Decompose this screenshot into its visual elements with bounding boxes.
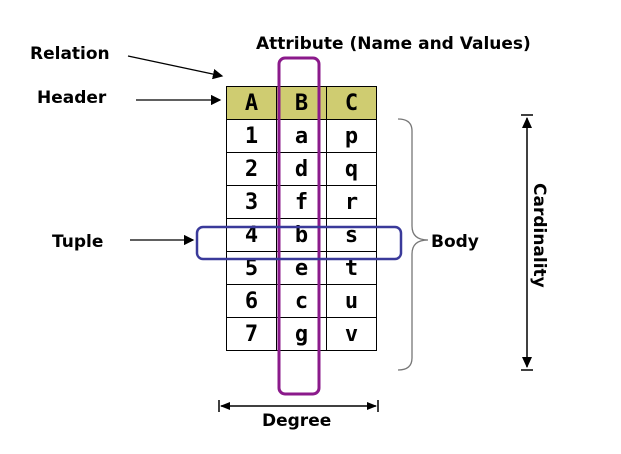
table-cell: q — [326, 152, 377, 186]
table-row: 6 c u — [226, 284, 377, 318]
body-label: Body — [431, 232, 479, 252]
table-cell: p — [326, 119, 377, 153]
table-cell: u — [326, 284, 377, 318]
table-cell: t — [326, 251, 377, 285]
attribute-label: Attribute (Name and Values) — [256, 34, 531, 54]
table-cell: 2 — [226, 152, 277, 186]
table-cell: 6 — [226, 284, 277, 318]
header-cell-c: C — [326, 86, 377, 120]
degree-dimension — [218, 400, 379, 412]
relation-arrow — [127, 55, 224, 80]
relation-label: Relation — [30, 44, 110, 64]
tuple-highlight — [195, 225, 403, 261]
table-cell: v — [326, 317, 377, 351]
table-cell: s — [326, 218, 377, 252]
table-cell: r — [326, 185, 377, 219]
tuple-label: Tuple — [52, 232, 104, 252]
body-brace — [397, 118, 429, 371]
table-cell: 7 — [226, 317, 277, 351]
table-cell: 3 — [226, 185, 277, 219]
cardinality-dimension — [521, 114, 533, 371]
degree-label: Degree — [262, 411, 332, 431]
header-label: Header — [37, 88, 107, 108]
